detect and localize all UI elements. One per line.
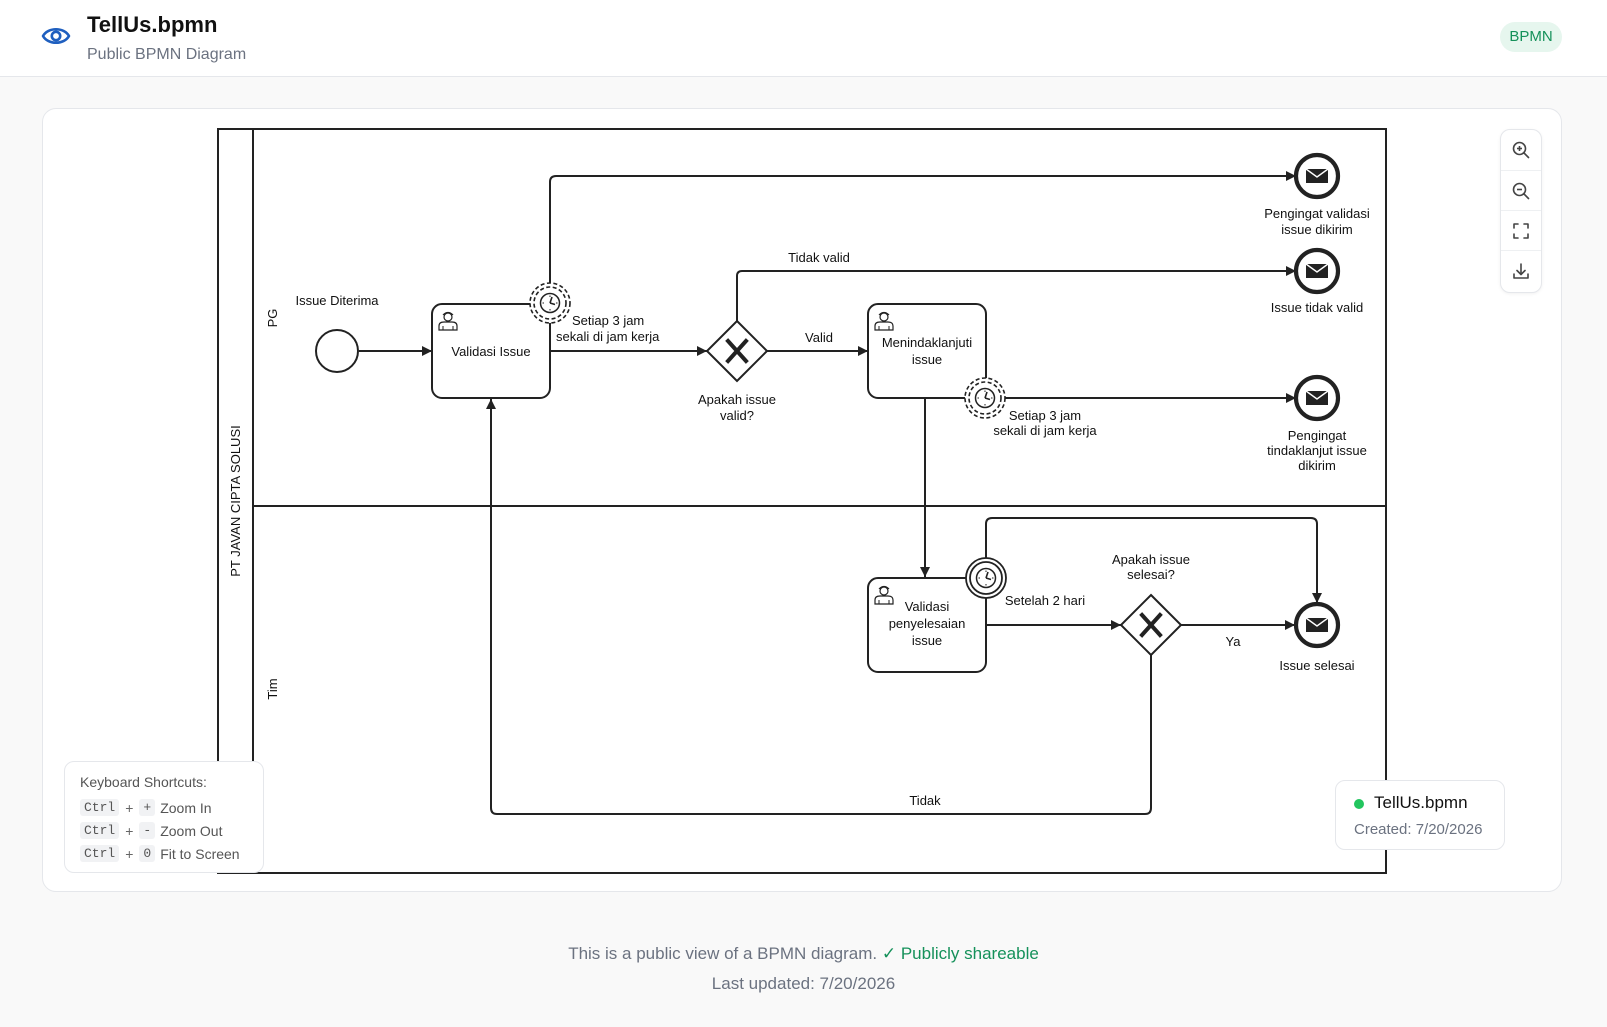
footer-notice: This is a public view of a BPMN diagram.… xyxy=(568,944,1039,963)
sequence-flows xyxy=(359,171,1322,815)
svg-text:penyelesaian: penyelesaian xyxy=(889,616,966,631)
start-event[interactable] xyxy=(315,329,359,373)
gateway-2-label-line2: selesai? xyxy=(1127,567,1175,582)
zoom-in-icon xyxy=(1512,141,1530,159)
end-event-1-label-line1: Pengingat validasi xyxy=(1264,206,1370,221)
file-info-panel: TellUs.bpmn Created: 7/20/2026 xyxy=(1335,780,1505,850)
end-event-4-label: Issue selesai xyxy=(1279,658,1354,673)
keyboard-shortcuts-panel: Keyboard Shortcuts: Ctrl + + Zoom In Ctr… xyxy=(64,761,264,873)
task-menindaklanjuti-issue[interactable]: Menindaklanjuti issue xyxy=(867,303,987,399)
end-event-2-label: Issue tidak valid xyxy=(1271,300,1364,315)
shortcut-zoom-out: Ctrl + - Zoom Out xyxy=(80,819,248,842)
flow-label-valid: Valid xyxy=(805,330,833,345)
eye-icon xyxy=(41,27,71,45)
download-button[interactable] xyxy=(1501,250,1541,290)
timer-2-label-line1: Setiap 3 jam xyxy=(1009,408,1081,423)
shortcut-fit: Ctrl + 0 Fit to Screen xyxy=(80,842,248,865)
zoom-in-button[interactable] xyxy=(1501,130,1541,170)
shareable-badge: ✓ Publicly shareable xyxy=(881,944,1039,963)
svg-text:issue: issue xyxy=(912,633,942,648)
page-subtitle: Public BPMN Diagram xyxy=(87,46,247,63)
file-created: Created: 7/20/2026 xyxy=(1354,821,1483,838)
timer-event-1[interactable] xyxy=(529,282,571,324)
svg-text:Validasi Issue: Validasi Issue xyxy=(451,344,530,359)
flow-label-ya: Ya xyxy=(1226,634,1242,649)
page-header: TellUs.bpmn Public BPMN Diagram BPMN xyxy=(0,0,1607,77)
task-validasi-issue[interactable]: Validasi Issue xyxy=(431,303,551,399)
footer-updated: Last updated: 7/20/2026 xyxy=(711,974,896,993)
end-event-3-label-line2: tindaklanjut issue xyxy=(1267,443,1367,458)
end-event-issue-selesai[interactable] xyxy=(1296,604,1338,646)
gateway-1-label-line2: valid? xyxy=(720,408,754,423)
lane-label-pg: PG xyxy=(265,309,280,328)
pool-label: PT JAVAN CIPTA SOLUSI xyxy=(228,425,243,576)
fit-screen-button[interactable] xyxy=(1501,210,1541,250)
zoom-out-icon xyxy=(1512,182,1530,199)
gateway-1-label-line1: Apakah issue xyxy=(698,392,776,407)
timer-event-3[interactable] xyxy=(965,557,1007,599)
task-validasi-penyelesaian-issue[interactable]: Validasi penyelesaian issue xyxy=(867,577,987,673)
gateway-issue-selesai[interactable] xyxy=(1119,593,1183,657)
end-event-issue-tidak-valid[interactable] xyxy=(1296,250,1338,292)
zoom-out-button[interactable] xyxy=(1501,170,1541,210)
timer-1-label-line2: sekali di jam kerja xyxy=(556,329,660,344)
lane-label-tim: Tim xyxy=(265,678,280,699)
timer-1-label-line1: Setiap 3 jam xyxy=(572,313,644,328)
start-event-label: Issue Diterima xyxy=(295,293,379,308)
file-name: TellUs.bpmn xyxy=(1374,793,1468,812)
flow-label-tidak: Tidak xyxy=(909,793,941,808)
gateway-2-label-line1: Apakah issue xyxy=(1112,552,1190,567)
end-event-pengingat-validasi[interactable] xyxy=(1296,155,1338,197)
page-title: TellUs.bpmn xyxy=(87,12,218,37)
timer-2-label-line2: sekali di jam kerja xyxy=(993,423,1097,438)
download-icon xyxy=(1513,262,1529,279)
shortcut-zoom-in: Ctrl + + Zoom In xyxy=(80,796,248,819)
svg-text:Validasi: Validasi xyxy=(905,599,950,614)
diagram-card: PT JAVAN CIPTA SOLUSI PG Tim Issue Diter… xyxy=(42,108,1562,892)
svg-text:issue: issue xyxy=(912,352,942,367)
gateway-issue-valid[interactable] xyxy=(705,319,769,383)
fit-screen-icon xyxy=(1513,222,1529,239)
status-dot xyxy=(1354,799,1364,809)
flow-label-tidak-valid: Tidak valid xyxy=(788,250,850,265)
type-badge: BPMN xyxy=(1500,22,1562,52)
timer-3-label: Setelah 2 hari xyxy=(1005,593,1085,608)
svg-text:Menindaklanjuti: Menindaklanjuti xyxy=(882,335,972,350)
pool: PT JAVAN CIPTA SOLUSI PG Tim xyxy=(217,128,1387,874)
end-event-3-label-line3: dikirim xyxy=(1298,458,1336,473)
end-event-1-label-line2: issue dikirim xyxy=(1281,222,1353,237)
zoom-controls xyxy=(1500,129,1542,293)
timer-event-2[interactable] xyxy=(964,377,1006,419)
shortcuts-title: Keyboard Shortcuts: xyxy=(80,774,207,790)
end-event-3-label-line1: Pengingat xyxy=(1288,428,1347,443)
end-event-pengingat-tindaklanjut[interactable] xyxy=(1296,377,1338,419)
bpmn-canvas[interactable]: PT JAVAN CIPTA SOLUSI PG Tim Issue Diter… xyxy=(43,109,1562,892)
